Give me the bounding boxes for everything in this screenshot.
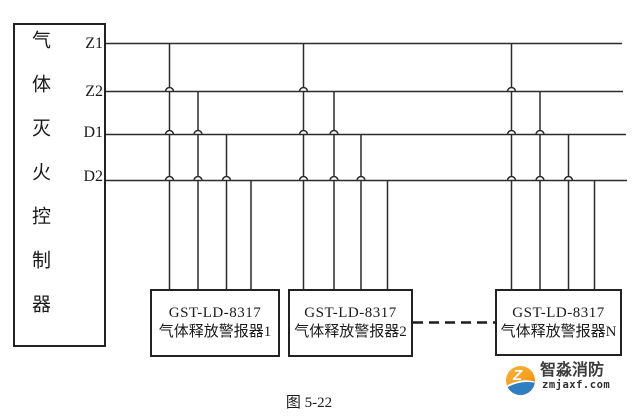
terminal-label-d2: D2 — [83, 168, 103, 185]
device-box-n: GST-LD-8317 气体释放警报器N — [495, 289, 622, 356]
device-label: 气体释放警报器2 — [294, 324, 407, 340]
device-label: 气体释放警报器N — [500, 323, 617, 340]
logo-z-glyph: Z — [513, 367, 523, 384]
brand-domain: zmjaxf.com — [542, 379, 611, 391]
crossover-hops — [164, 86, 574, 181]
device-box-1: GST-LD-8317 气体释放警报器1 — [150, 289, 280, 357]
device-model: GST-LD-8317 — [512, 304, 605, 321]
terminal-label-z2: Z2 — [85, 83, 103, 100]
brand-watermark: Z 智淼消防 zmjaxf.com — [505, 360, 635, 402]
device-model: GST-LD-8317 — [168, 305, 262, 321]
controller-title: 气体灭火控制器 — [29, 30, 50, 338]
brand-logo-icon: Z — [506, 366, 535, 395]
terminal-label-d1: D1 — [83, 124, 103, 141]
figure-caption: 图 5-22 — [285, 395, 333, 411]
brand-name: 智淼消防 — [540, 362, 605, 379]
device-box-2: GST-LD-8317 气体释放警报器2 — [288, 289, 413, 357]
device-label: 气体释放警报器1 — [158, 324, 272, 340]
device-model: GST-LD-8317 — [304, 305, 397, 321]
terminal-label-z1: Z1 — [85, 35, 103, 52]
controller-box — [13, 23, 106, 347]
